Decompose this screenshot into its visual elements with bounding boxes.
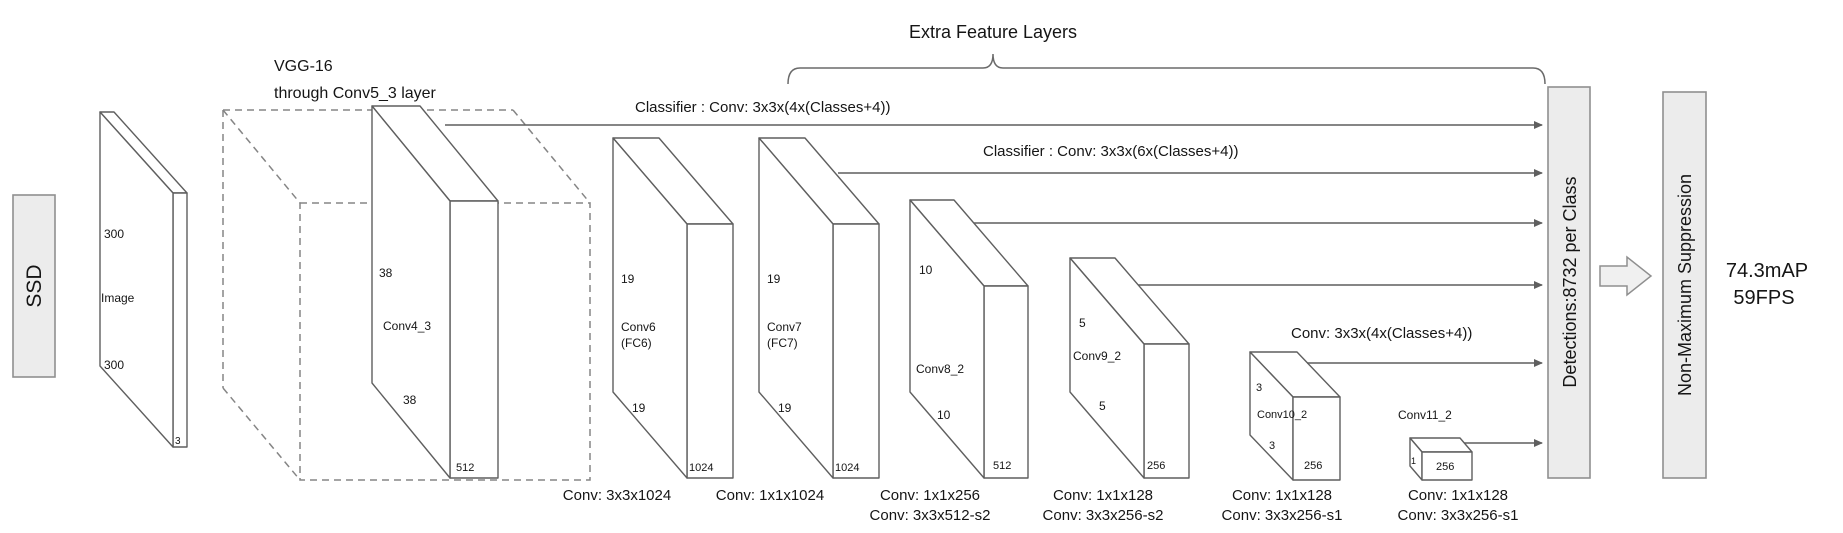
conv11-2-depth-label: 256 <box>1436 461 1454 473</box>
op-label-conv11-2-line2: Conv: 3x3x256-s1 <box>1398 507 1519 524</box>
conv4-3-height-label: 38 <box>379 266 393 280</box>
conv6-depth-label: 1024 <box>689 462 713 474</box>
fps-result-label: 59FPS <box>1733 287 1794 309</box>
op-label-conv10-2-line2: Conv: 3x3x256-s1 <box>1222 507 1343 524</box>
conv7-front-face <box>758 137 834 479</box>
ssd-box-rect <box>12 194 56 378</box>
vgg-note: VGG-16 through Conv5_3 layer <box>274 58 437 102</box>
conv4-3-depth-label: 512 <box>456 462 474 474</box>
conv10-2-width-label: 3 <box>1269 440 1275 452</box>
conv9-2-front-face <box>1069 257 1145 479</box>
conv7-depth-face <box>832 223 880 479</box>
dashed-top-right-connector <box>512 109 591 204</box>
conv10-2-height-label: 3 <box>1256 382 1262 394</box>
conv6-height-label: 19 <box>621 272 635 286</box>
vgg-note-line2: through Conv5_3 layer <box>274 85 437 102</box>
conv4-3-front-face <box>371 105 451 479</box>
classifier-conv4-3-label: Classifier : Conv: 3x3x(4x(Classes+4)) <box>635 99 891 116</box>
layer-input-image: 300 Image 300 3 <box>99 111 188 448</box>
conv7-name-label: Conv7 <box>767 320 802 334</box>
op-label-conv11-2-line1: Conv: 1x1x128 <box>1408 487 1508 504</box>
conv6-width-label: 19 <box>632 401 646 415</box>
conv9-2-depth-face <box>1143 343 1190 479</box>
conv6-name-label: Conv6 <box>621 320 656 334</box>
input-side-face <box>172 192 188 448</box>
classifier-annotations: Classifier : Conv: 3x3x(4x(Classes+4)) C… <box>635 99 1472 342</box>
conv8-2-height-label: 10 <box>919 263 933 277</box>
feature-arrows <box>445 121 1543 447</box>
conv4-3-name-label: Conv4_3 <box>383 319 431 333</box>
conv4-3-depth-face <box>449 200 499 479</box>
conv7-width-label: 19 <box>778 401 792 415</box>
ssd-label: SSD <box>23 264 46 307</box>
conv10-2-front-face <box>1292 396 1341 481</box>
op-label-conv7: Conv: 1x1x1024 <box>716 487 824 504</box>
layer-conv10-2: 3 Conv10_2 3 256 <box>1249 351 1341 481</box>
ssd-label-box: SSD <box>12 194 56 378</box>
layer-conv9-2: 5 Conv9_2 5 256 <box>1069 257 1190 479</box>
conv11-2-name-label: Conv11_2 <box>1398 408 1452 422</box>
nms-box-rect <box>1662 91 1707 479</box>
op-label-conv8-2-line2: Conv: 3x3x512-s2 <box>870 507 991 524</box>
conv9-2-depth-label: 256 <box>1147 460 1165 472</box>
input-front-face <box>99 111 174 448</box>
conv9-2-width-label: 5 <box>1099 399 1106 413</box>
conv6-subname-label: (FC6) <box>621 336 652 350</box>
conv7-height-label: 19 <box>767 272 781 286</box>
conv7-subname-label: (FC7) <box>767 336 798 350</box>
op-label-conv9-2-line1: Conv: 1x1x128 <box>1053 487 1153 504</box>
conv6-front-face <box>612 137 688 479</box>
input-height-label: 300 <box>104 227 124 241</box>
conv8-2-depth-label: 512 <box>993 460 1011 472</box>
vgg-note-line1: VGG-16 <box>274 58 333 75</box>
layer-conv11-2: Conv11_2 1 256 <box>1398 408 1473 481</box>
op-label-conv9-2-line2: Conv: 3x3x256-s2 <box>1043 507 1164 524</box>
detections-label: Detections:8732 per Class <box>1560 176 1580 387</box>
conv7-depth-label: 1024 <box>835 462 859 474</box>
op-label-conv10-2-line1: Conv: 1x1x128 <box>1232 487 1332 504</box>
conv-op-labels: Conv: 3x3x1024 Conv: 1x1x1024 Conv: 1x1x… <box>563 487 1519 524</box>
classifier-conv7-label: Classifier : Conv: 3x3x(6x(Classes+4)) <box>983 143 1239 160</box>
op-label-conv8-2-line1: Conv: 1x1x256 <box>880 487 980 504</box>
conv10-2-depth-label: 256 <box>1304 460 1322 472</box>
input-name-label: Image <box>101 291 135 305</box>
layer-conv8-2: 10 Conv8_2 10 512 <box>909 199 1029 479</box>
block-arrow-icon <box>1599 255 1653 297</box>
layer-conv7: 19 Conv7 (FC7) 19 1024 <box>758 137 880 479</box>
conv8-2-front-face <box>909 199 985 479</box>
conv10-2-name-label: Conv10_2 <box>1257 409 1307 421</box>
detections-box-rect <box>1547 86 1591 479</box>
op-label-conv6: Conv: 3x3x1024 <box>563 487 671 504</box>
extra-feature-layers-brace <box>787 53 1546 85</box>
dashed-top-left-connector <box>222 109 301 204</box>
input-depth-label: 3 <box>175 436 181 447</box>
conv11-2-height-label: 1 <box>1411 456 1416 466</box>
conv9-2-height-label: 5 <box>1079 316 1086 330</box>
conv6-depth-face <box>686 223 734 479</box>
conv8-2-width-label: 10 <box>937 408 951 422</box>
map-result-label: 74.3mAP <box>1726 260 1808 282</box>
conv9-2-name-label: Conv9_2 <box>1073 349 1121 363</box>
detections-box: Detections:8732 per Class <box>1547 86 1591 479</box>
conv4-3-width-label: 38 <box>403 393 417 407</box>
conv8-2-depth-face <box>983 285 1029 479</box>
conv11-2-front-face <box>1421 451 1473 481</box>
results: 74.3mAP 59FPS <box>1726 260 1808 309</box>
extra-feature-layers-header: Extra Feature Layers <box>787 22 1546 85</box>
classifier-conv10-2-label: Conv: 3x3x(4x(Classes+4)) <box>1291 325 1472 342</box>
input-width-label: 300 <box>104 358 124 372</box>
nms-label: Non-Maximum Suppression <box>1675 174 1695 396</box>
layer-conv6: 19 Conv6 (FC6) 19 1024 <box>612 137 734 479</box>
nms-box: Non-Maximum Suppression <box>1662 91 1707 479</box>
dashed-bottom-left-connector <box>222 387 301 481</box>
extra-feature-layers-label: Extra Feature Layers <box>909 22 1077 42</box>
layer-conv4-3: 38 Conv4_3 38 512 <box>371 105 499 479</box>
conv8-2-name-label: Conv8_2 <box>916 362 964 376</box>
